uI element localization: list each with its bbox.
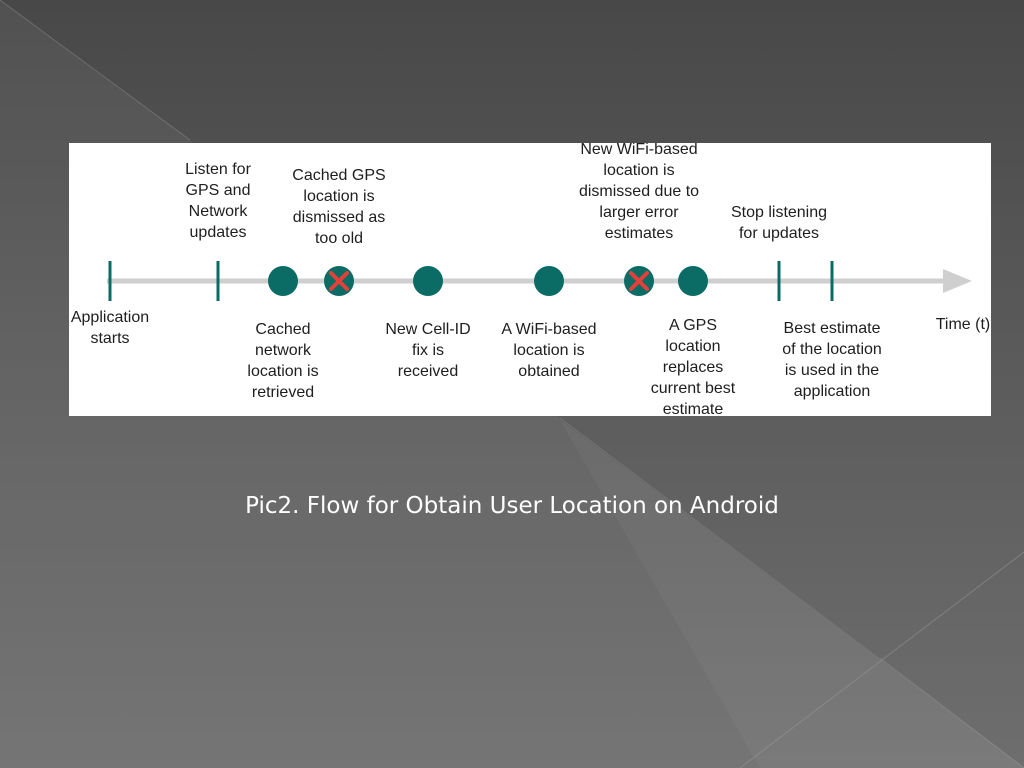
timeline-graphic: [107, 261, 972, 301]
label-best-estimate: Best estimate of the location is used in…: [782, 320, 882, 400]
marker-wifi-obtained: [534, 266, 564, 296]
label-gps-replaces: A GPS location replaces current best est…: [650, 317, 736, 416]
marker-cached-network: [268, 266, 298, 296]
time-axis-label: Time (t): [935, 316, 991, 333]
marker-cell-id: [413, 266, 443, 296]
marker-wifi-dismissed: [624, 266, 654, 296]
label-stop-listening: Stop listening for updates: [730, 204, 828, 242]
marker-gps-replaces: [678, 266, 708, 296]
marker-cached-gps-dismissed: [324, 266, 354, 296]
time-axis-arrowhead: [943, 269, 972, 293]
label-app-starts: Application starts: [70, 309, 150, 347]
label-cell-id: New Cell-ID fix is received: [385, 321, 471, 380]
figure-caption: Pic2. Flow for Obtain User Location on A…: [245, 493, 779, 519]
location-timeline-diagram: Listen for GPS and Network updates Cache…: [69, 143, 991, 416]
label-cached-network: Cached network location is retrieved: [247, 321, 319, 401]
label-cached-gps-dismissed: Cached GPS location is dismissed as too …: [292, 167, 386, 247]
label-wifi-dismissed: New WiFi-based location is dismissed due…: [578, 143, 700, 242]
label-listen: Listen for GPS and Network updates: [185, 161, 251, 241]
label-wifi-obtained: A WiFi-based location is obtained: [501, 321, 597, 380]
